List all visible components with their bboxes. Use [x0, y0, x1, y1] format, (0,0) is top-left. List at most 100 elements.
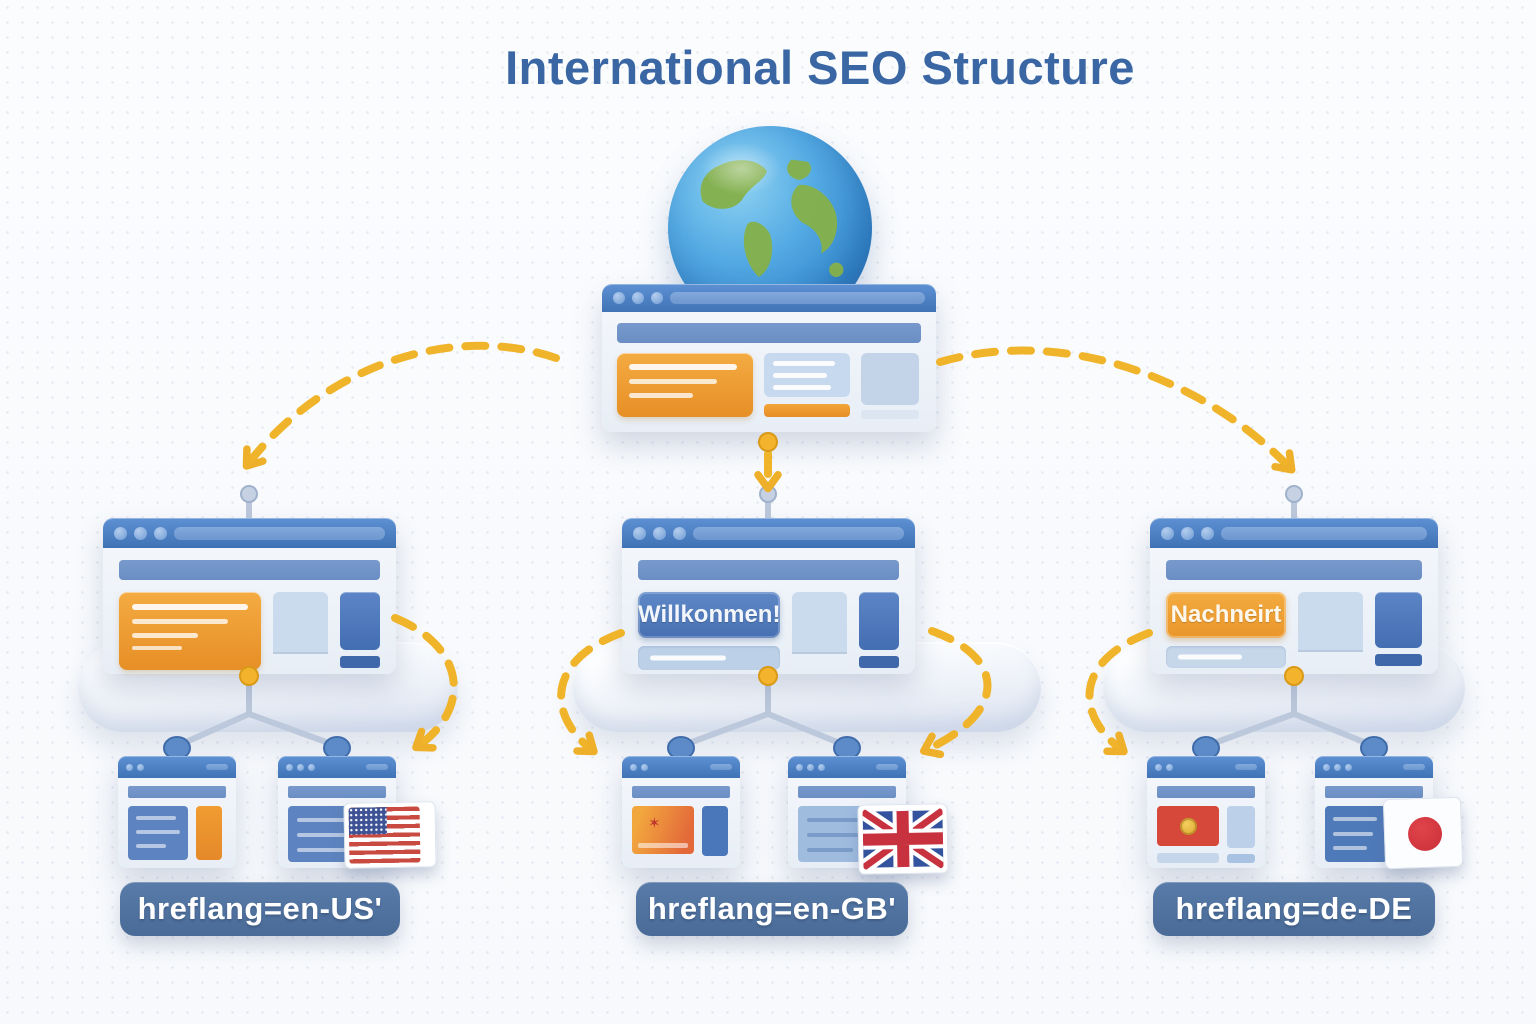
nav-strip	[798, 786, 896, 798]
title-bar	[1150, 518, 1438, 548]
sidebar-footer	[1374, 654, 1422, 666]
address-bar	[876, 764, 898, 770]
content: ✶	[622, 798, 740, 864]
title-bar	[1147, 756, 1265, 778]
orange-flag-card-icon: ✶	[632, 806, 694, 854]
sidebar-block	[1374, 592, 1422, 648]
root-content	[602, 343, 936, 429]
window-dot	[297, 763, 304, 771]
article-column	[792, 592, 848, 670]
site-window-en-gb: Willkonmen!	[622, 518, 915, 674]
address-bar	[710, 764, 732, 770]
title-bar	[622, 518, 915, 548]
title-bar	[118, 756, 236, 778]
hero-sub-bar	[1166, 646, 1287, 668]
image-card	[273, 592, 329, 652]
window-dot	[651, 292, 663, 304]
window-dot	[134, 526, 147, 540]
window-dot	[114, 526, 127, 540]
hreflang-label-de-de: hreflang=de-DE	[1153, 882, 1435, 936]
connector-pin-icon	[240, 485, 1303, 503]
window-dot	[1323, 763, 1330, 771]
hero-card	[119, 592, 261, 670]
nav-strip	[632, 786, 730, 798]
nav-strip	[119, 560, 380, 580]
address-bar	[693, 526, 904, 540]
sidebar-footer	[859, 656, 899, 668]
red-emblem-flag-icon	[1157, 806, 1219, 846]
hero-news-card: Nachneirt	[1166, 592, 1287, 638]
subpage-window: ✶	[622, 756, 740, 868]
sidebar-block	[702, 806, 728, 856]
site-window-en-us	[103, 518, 396, 674]
text-card	[1325, 806, 1387, 862]
subpage-window	[1147, 756, 1265, 868]
subpage-window	[1315, 756, 1433, 868]
sidebar-block	[196, 806, 222, 860]
content: Nachneirt	[1150, 580, 1438, 680]
sidebar-column	[340, 592, 380, 670]
content	[1147, 798, 1265, 871]
hero-greeting-card: Willkonmen!	[638, 592, 781, 638]
sidebar-footer	[1227, 854, 1255, 863]
title-bar	[788, 756, 906, 778]
hero-column: Willkonmen!	[638, 592, 781, 670]
us-flag-icon	[343, 801, 437, 869]
window-dot	[126, 763, 133, 771]
image-card	[1298, 592, 1363, 650]
page-title: International SEO Structure	[505, 41, 1135, 94]
site-window-de-de: Nachneirt	[1150, 518, 1438, 674]
window-dot	[1155, 763, 1162, 771]
content	[1315, 798, 1433, 870]
window-dot	[641, 763, 648, 771]
window-dot	[1166, 763, 1173, 771]
nav-strip	[1325, 786, 1423, 798]
sidebar-column	[859, 592, 899, 670]
title-bar	[278, 756, 396, 778]
image-card	[792, 592, 848, 652]
text-card	[764, 353, 850, 397]
address-bar	[206, 764, 228, 770]
sidebar-block	[1227, 806, 1255, 848]
sidebar-column	[1227, 806, 1255, 863]
caption-bar	[1157, 853, 1219, 863]
window-dot	[818, 763, 825, 771]
hreflang-label-en-gb: hreflang=en-GB'	[636, 882, 908, 936]
window-dot	[632, 292, 644, 304]
address-bar	[174, 526, 385, 540]
window-dot	[286, 763, 293, 771]
sidebar-block	[340, 592, 380, 650]
window-dot	[807, 763, 814, 771]
hero-sub-bar	[638, 646, 781, 670]
window-dot	[154, 526, 167, 540]
sidebar-column	[861, 353, 919, 419]
image-card-footer	[1298, 650, 1363, 668]
window-dot	[1345, 763, 1352, 771]
root-browser-window	[602, 284, 936, 432]
root-title-bar	[602, 284, 936, 312]
window-dot	[613, 292, 625, 304]
cta-bar	[764, 404, 850, 417]
address-bar	[1403, 764, 1425, 770]
nav-strip	[1166, 560, 1422, 580]
sidebar-block	[861, 353, 919, 405]
image-card-footer	[792, 652, 848, 670]
content: Willkonmen!	[622, 580, 915, 682]
hero-column: Nachneirt	[1166, 592, 1287, 668]
window-dot	[1181, 526, 1194, 540]
sidebar-footer	[340, 656, 380, 668]
window-dot	[137, 763, 144, 771]
window-dot	[633, 526, 646, 540]
content	[103, 580, 396, 682]
address-bar	[1235, 764, 1257, 770]
jp-flag-sun	[1407, 816, 1443, 852]
sidebar-block	[859, 592, 899, 650]
text-card	[128, 806, 188, 860]
nav-strip	[288, 786, 386, 798]
dashed-arrow-icon	[242, 341, 560, 470]
article-column	[764, 353, 850, 419]
window-dot	[1161, 526, 1174, 540]
window-dot	[1201, 526, 1214, 540]
flag-column	[1157, 806, 1219, 863]
